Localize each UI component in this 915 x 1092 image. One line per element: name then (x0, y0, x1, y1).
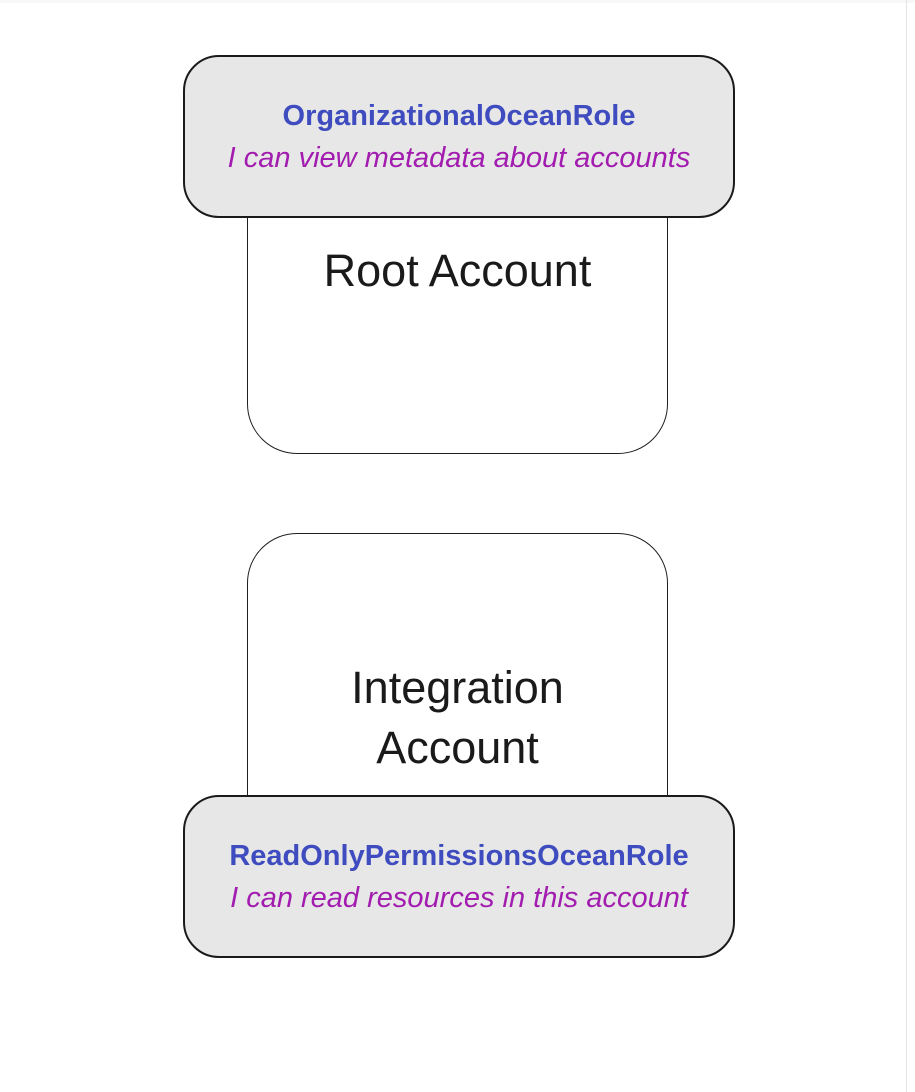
readonly-permissions-ocean-role-description: I can read resources in this account (230, 881, 688, 914)
readonly-permissions-ocean-role-node: ReadOnlyPermissionsOceanRole I can read … (183, 795, 735, 958)
readonly-permissions-ocean-role-name: ReadOnlyPermissionsOceanRole (229, 839, 689, 872)
integration-account-label: Integration Account (351, 662, 564, 773)
root-account-label: Root Account (323, 245, 592, 296)
organizational-ocean-role-description: I can view metadata about accounts (227, 141, 691, 174)
window-right-edge (906, 0, 907, 1092)
organizational-ocean-role-node: OrganizationalOceanRole I can view metad… (183, 55, 735, 218)
organizational-ocean-role-name: OrganizationalOceanRole (282, 99, 636, 132)
window-top-edge (0, 0, 915, 3)
